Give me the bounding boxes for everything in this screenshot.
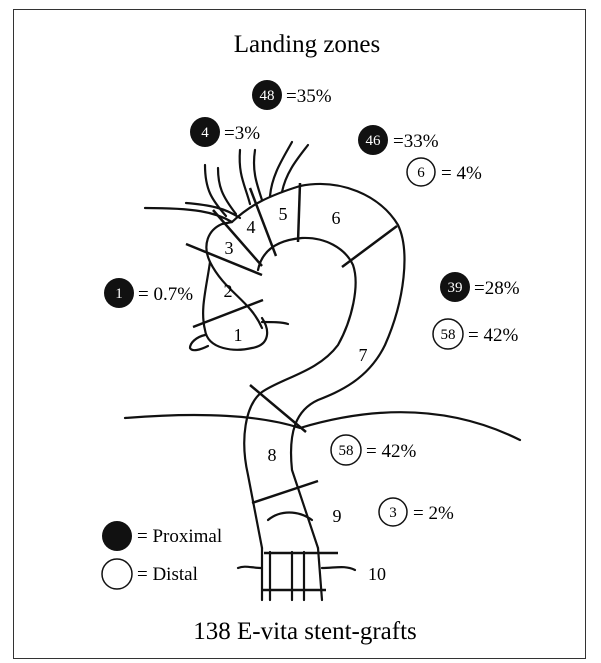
proximal-count-zone7: 39 bbox=[448, 280, 463, 296]
distal-pct-zone8: = 42% bbox=[366, 441, 416, 462]
proximal-count-zone6: 46 bbox=[366, 133, 382, 149]
boundary-7-8 bbox=[250, 385, 306, 432]
coronary-left bbox=[190, 335, 208, 350]
proximal-pct-zone2: = 0.7% bbox=[138, 284, 193, 305]
proximal-pct-zone5: =35% bbox=[286, 86, 332, 107]
distal-pct-zone6: = 4% bbox=[441, 163, 482, 184]
boundary-5-6 bbox=[298, 183, 300, 242]
legend-distal-swatch bbox=[102, 559, 132, 589]
proximal-badge-zone6: 46 =33% bbox=[358, 125, 439, 155]
legend: = Proximal = Distal bbox=[102, 521, 222, 589]
zone-label-7: 7 bbox=[359, 345, 368, 365]
branch-4 bbox=[270, 142, 292, 196]
legend-proximal-label: = Proximal bbox=[137, 526, 222, 547]
proximal-count-zone2: 1 bbox=[115, 286, 123, 302]
zone-numbers: 1 2 3 4 5 6 7 8 9 10 bbox=[224, 204, 387, 584]
boundary-6-7 bbox=[342, 226, 397, 267]
distal-count-zone8: 58 bbox=[339, 443, 354, 459]
zone-label-4: 4 bbox=[247, 217, 256, 237]
right-iliac bbox=[318, 548, 322, 600]
branch-3b bbox=[254, 150, 262, 200]
distal-pct-zone9: = 2% bbox=[413, 503, 454, 524]
distal-pct-zone7: = 42% bbox=[468, 325, 518, 346]
renal-right bbox=[322, 567, 355, 570]
zone-label-3: 3 bbox=[225, 238, 234, 258]
zone-label-9: 9 bbox=[333, 506, 342, 526]
proximal-badge-zone5: 48 =35% bbox=[252, 80, 332, 110]
proximal-badge-zone7: 39 =28% bbox=[440, 272, 520, 302]
proximal-badge-zone2: 1 = 0.7% bbox=[104, 278, 193, 308]
distal-badge-zone9: 3 = 2% bbox=[379, 498, 454, 526]
proximal-count-zone4: 4 bbox=[201, 125, 209, 141]
zone-label-2: 2 bbox=[224, 281, 233, 301]
iliac-branches bbox=[270, 552, 304, 600]
proximal-count-zone5: 48 bbox=[260, 88, 275, 104]
distal-count-zone7: 58 bbox=[441, 327, 456, 343]
renal-left bbox=[238, 567, 262, 568]
zone-label-10: 10 bbox=[368, 564, 386, 584]
diaphragm bbox=[125, 412, 520, 440]
distal-badge-zone6: 6 = 4% bbox=[407, 158, 482, 186]
distal-badge-zone8: 58 = 42% bbox=[331, 435, 416, 465]
zone-label-5: 5 bbox=[279, 204, 288, 224]
zone-label-6: 6 bbox=[332, 208, 341, 228]
proximal-pct-zone6: =33% bbox=[393, 131, 439, 152]
distal-badge-zone7: 58 = 42% bbox=[433, 319, 518, 349]
legend-proximal-swatch bbox=[102, 521, 132, 551]
distal-badges: 6 = 4% 58 = 42% 58 = 42% 3 = 2% bbox=[331, 158, 518, 526]
distal-count-zone6: 6 bbox=[417, 165, 425, 181]
proximal-pct-zone7: =28% bbox=[474, 278, 520, 299]
figure-title: Landing zones bbox=[234, 31, 380, 58]
zone-label-8: 8 bbox=[268, 445, 277, 465]
proximal-pct-zone4: =3% bbox=[224, 123, 260, 144]
proximal-badges: 48 =35% 4 =3% 46 =33% 1 = 0.7% 39 =28% bbox=[104, 80, 520, 308]
figure-footer: 138 E-vita stent-grafts bbox=[193, 618, 417, 645]
boundary-8-9 bbox=[252, 481, 318, 503]
proximal-badge-zone4: 4 =3% bbox=[190, 117, 260, 147]
branch-2b bbox=[218, 168, 236, 214]
distal-count-zone9: 3 bbox=[389, 505, 397, 521]
branch-3 bbox=[240, 150, 250, 204]
legend-distal-label: = Distal bbox=[137, 564, 198, 585]
zone-label-1: 1 bbox=[234, 325, 243, 345]
